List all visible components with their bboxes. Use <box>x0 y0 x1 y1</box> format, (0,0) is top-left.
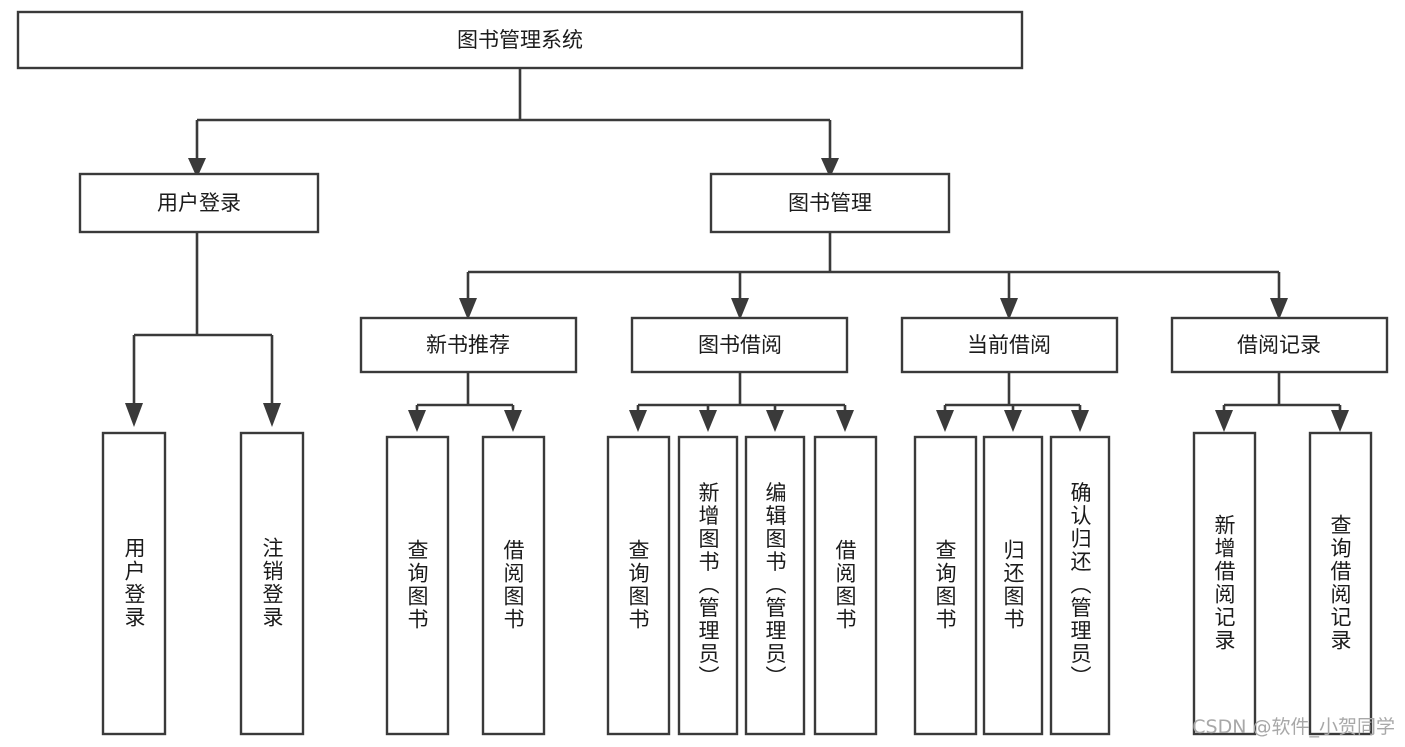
node-leaf-user-login-box[interactable] <box>101 431 167 736</box>
node-leaf-query-book-2-label: 查询图书 <box>626 539 650 631</box>
node-book-manage-box[interactable] <box>709 172 951 234</box>
node-leaf-query-book-1[interactable]: 查询图书 <box>385 435 450 736</box>
arrow-head-new-book-recommend <box>459 298 477 320</box>
node-leaf-add-book-label: 新增图书（管理员） <box>696 482 720 689</box>
node-leaf-user-login-label: 用户登录 <box>122 537 146 629</box>
arrow-head-book-borrow <box>731 298 749 320</box>
arrow-head-leaf-user-login <box>125 403 143 427</box>
node-leaf-edit-book-box[interactable] <box>744 435 806 736</box>
arrow-head-leaf-query-book-1 <box>408 410 426 432</box>
arrow-head-leaf-logout-login <box>263 403 281 427</box>
arrow-head-leaf-add-book <box>699 410 717 432</box>
node-leaf-return-book-label: 归还图书 <box>1001 539 1025 631</box>
node-leaf-edit-book-label: 编辑图书（管理员） <box>763 482 787 689</box>
node-leaf-add-book-box[interactable] <box>677 435 739 736</box>
arrow-head-borrow-record <box>1270 298 1288 320</box>
node-book-borrow-box[interactable] <box>630 316 849 374</box>
node-leaf-query-book-1-label: 查询图书 <box>405 539 429 631</box>
node-root-label: 图书管理系统 <box>457 28 583 52</box>
node-new-book-recommend-label: 新书推荐 <box>426 333 510 357</box>
node-leaf-add-record-label: 新增借阅记录 <box>1212 514 1236 652</box>
node-root[interactable]: 图书管理系统 <box>16 10 1024 70</box>
node-leaf-query-book-2-box[interactable] <box>606 435 671 736</box>
node-leaf-query-book-2[interactable]: 查询图书 <box>606 435 671 736</box>
arrow-head-leaf-query-book-3 <box>936 410 954 432</box>
node-leaf-query-record-label: 查询借阅记录 <box>1328 514 1352 652</box>
node-leaf-query-book-3-label: 查询图书 <box>933 539 957 631</box>
node-leaf-query-book-1-box[interactable] <box>385 435 450 736</box>
node-leaf-borrow-book-1-label: 借阅图书 <box>501 539 525 631</box>
node-leaf-add-record[interactable]: 新增借阅记录 <box>1192 431 1257 736</box>
node-user-login[interactable]: 用户登录 <box>78 172 320 234</box>
connector-layer <box>125 68 1349 432</box>
node-leaf-add-record-box[interactable] <box>1192 431 1257 736</box>
node-root-box[interactable] <box>16 10 1024 70</box>
node-new-book-recommend[interactable]: 新书推荐 <box>359 316 578 374</box>
node-new-book-recommend-box[interactable] <box>359 316 578 374</box>
node-leaf-confirm-return-label: 确认归还（管理员） <box>1068 482 1092 689</box>
node-borrow-record-label: 借阅记录 <box>1237 333 1321 357</box>
arrow-head-leaf-borrow-book-1 <box>504 410 522 432</box>
arrow-head-current-borrow <box>1000 298 1018 320</box>
arrow-head-leaf-add-record <box>1215 410 1233 432</box>
node-leaf-logout-login-label: 注销登录 <box>260 537 284 629</box>
node-leaf-add-book[interactable]: 新增图书（管理员） <box>677 435 739 736</box>
node-current-borrow-box[interactable] <box>900 316 1119 374</box>
node-borrow-record[interactable]: 借阅记录 <box>1170 316 1389 374</box>
node-book-manage-label: 图书管理 <box>788 191 872 215</box>
node-leaf-user-login[interactable]: 用户登录 <box>101 431 167 736</box>
node-book-borrow-label: 图书借阅 <box>698 333 782 357</box>
node-leaf-query-record-box[interactable] <box>1308 431 1373 736</box>
node-leaf-query-book-3[interactable]: 查询图书 <box>913 435 978 736</box>
node-book-manage[interactable]: 图书管理 <box>709 172 951 234</box>
arrow-head-leaf-edit-book <box>766 410 784 432</box>
node-user-login-label: 用户登录 <box>157 191 241 215</box>
node-book-borrow[interactable]: 图书借阅 <box>630 316 849 374</box>
node-leaf-logout-login[interactable]: 注销登录 <box>239 431 305 736</box>
arrow-head-user-login <box>188 158 206 178</box>
node-leaf-borrow-book-2-box[interactable] <box>813 435 878 736</box>
arrow-head-leaf-query-record <box>1331 410 1349 432</box>
arrow-head-book-manage <box>821 158 839 178</box>
node-leaf-confirm-return-box[interactable] <box>1049 435 1111 736</box>
node-user-login-box[interactable] <box>78 172 320 234</box>
node-leaf-borrow-book-2-label: 借阅图书 <box>833 539 857 631</box>
node-leaf-borrow-book-1-box[interactable] <box>481 435 546 736</box>
node-leaf-borrow-book-1[interactable]: 借阅图书 <box>481 435 546 736</box>
node-borrow-record-box[interactable] <box>1170 316 1389 374</box>
node-leaf-return-book[interactable]: 归还图书 <box>982 435 1044 736</box>
node-leaf-confirm-return[interactable]: 确认归还（管理员） <box>1049 435 1111 736</box>
arrow-head-leaf-return-book <box>1004 410 1022 432</box>
node-current-borrow[interactable]: 当前借阅 <box>900 316 1119 374</box>
node-leaf-edit-book[interactable]: 编辑图书（管理员） <box>744 435 806 736</box>
node-current-borrow-label: 当前借阅 <box>967 333 1051 357</box>
arrow-head-leaf-query-book-2 <box>629 410 647 432</box>
node-leaf-logout-login-box[interactable] <box>239 431 305 736</box>
node-leaf-query-book-3-box[interactable] <box>913 435 978 736</box>
node-leaf-return-book-box[interactable] <box>982 435 1044 736</box>
node-leaf-query-record[interactable]: 查询借阅记录 <box>1308 431 1373 736</box>
arrow-head-leaf-confirm-return <box>1071 410 1089 432</box>
arrow-head-leaf-borrow-book-2 <box>836 410 854 432</box>
node-leaf-borrow-book-2[interactable]: 借阅图书 <box>813 435 878 736</box>
